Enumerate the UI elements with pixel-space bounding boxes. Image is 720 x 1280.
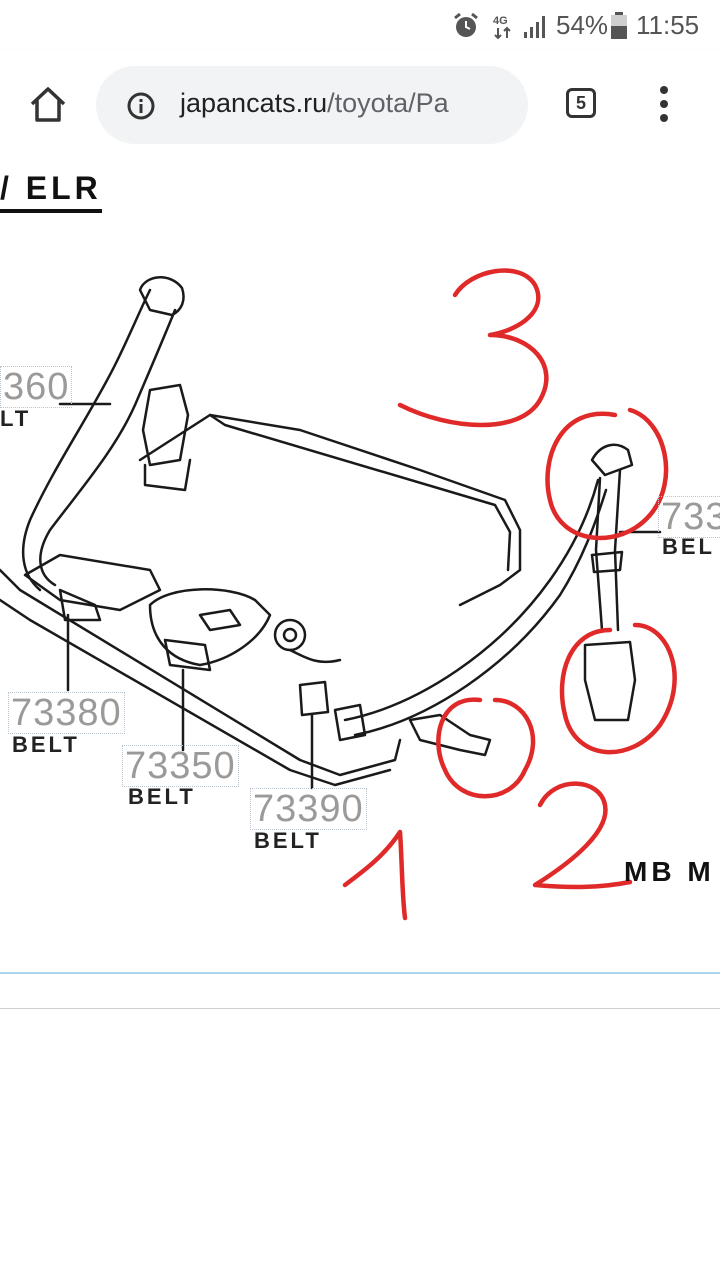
url-domain: japancats.ru [180, 88, 328, 118]
more-vert-icon [660, 86, 668, 122]
url-path: /toyota/Pa [327, 88, 449, 118]
url-text[interactable]: japancats.ru/toyota/Pa [180, 88, 449, 119]
part-desc-left-top: LT [0, 406, 32, 431]
page-content: 1 2 3 / ELR 360 LT 73380 BELT 73350 BELT… [0, 160, 720, 1280]
info-icon[interactable] [126, 91, 156, 125]
section-heading: / ELR [0, 170, 102, 213]
tab-switcher-button[interactable]: 5 [566, 88, 596, 118]
red-annotations [342, 268, 677, 921]
part-number-73380[interactable]: 73380 [8, 692, 125, 734]
part-desc-73390: BELT [254, 828, 322, 853]
alarm-icon [452, 12, 480, 44]
part-number-73390[interactable]: 73390 [250, 788, 367, 830]
seatbelt-diagram: 1 2 3 [0, 160, 677, 921]
annotation-number-2: 2 [0, 160, 1, 161]
clock: 11:55 [636, 10, 700, 40]
home-button[interactable] [26, 82, 70, 126]
signal-icon [522, 12, 548, 44]
part-number-360[interactable]: 360 [0, 366, 73, 408]
status-bar: 4G 54% 11:55 [0, 0, 720, 50]
menu-button[interactable] [652, 80, 676, 128]
content-divider [0, 972, 720, 974]
part-number-733[interactable]: 733 [658, 496, 720, 538]
heading-text: ELR [25, 170, 102, 206]
home-icon [30, 87, 66, 122]
part-desc-73350: BELT [128, 784, 196, 809]
annotation-numbers: 1 2 3 [0, 160, 1, 161]
address-bar[interactable]: japancats.ru/toyota/Pa [96, 66, 528, 144]
part-desc-73380: BELT [12, 732, 80, 757]
part-desc-right-top: BEL [662, 534, 715, 559]
annotation-number-1: 1 [0, 160, 1, 161]
battery-icon [610, 12, 628, 44]
battery-percent: 54% [556, 10, 609, 40]
section-divider [0, 1008, 720, 1009]
browser-toolbar: japancats.ru/toyota/Pa 5 [0, 50, 720, 160]
network-type-icon: 4G [490, 12, 516, 44]
part-number-73350[interactable]: 73350 [122, 745, 239, 787]
mb-label: MB M [624, 856, 715, 887]
heading-slash: / [0, 170, 26, 206]
network-type-label: 4G [493, 15, 508, 27]
annotation-number-3: 3 [0, 160, 1, 161]
